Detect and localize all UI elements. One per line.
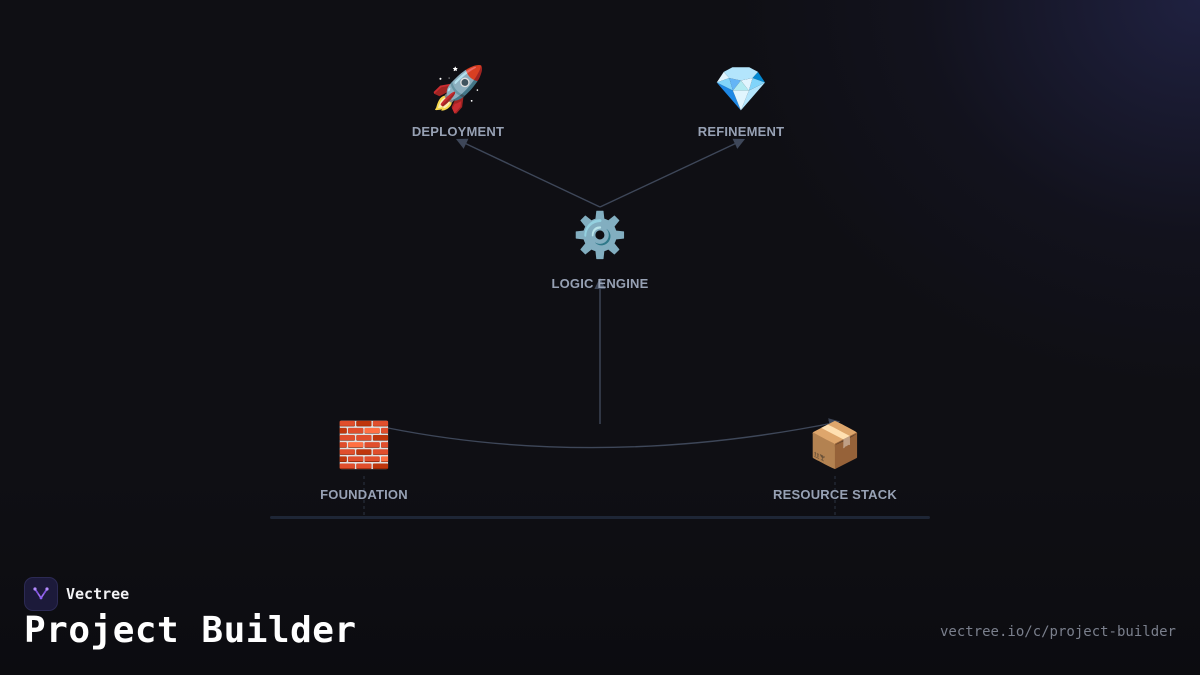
node-foundation[interactable]: 🧱 FOUNDATION: [304, 420, 424, 502]
edge-foundation-to-resource-stack: [387, 418, 841, 449]
node-refinement[interactable]: 💎 REFINEMENT: [681, 64, 801, 139]
node-label: REFINEMENT: [697, 124, 785, 139]
rocket-icon: 🚀: [430, 64, 486, 115]
page-url[interactable]: vectree.io/c/project-builder: [939, 624, 1176, 640]
node-deployment[interactable]: 🚀 DEPLOYMENT: [398, 64, 518, 139]
vectree-logo-icon: [24, 577, 58, 611]
node-label: LOGIC ENGINE: [551, 276, 649, 291]
brick-icon: 🧱: [336, 420, 392, 471]
brand-name: Vectree: [66, 585, 130, 603]
edge-logic-engine-to-deployment: [455, 138, 601, 208]
gem-icon: 💎: [713, 64, 769, 115]
gear-icon: ⚙️: [572, 210, 628, 261]
page-title: Project Builder: [24, 610, 357, 651]
brand: Vectree: [24, 577, 129, 611]
edge-logic-engine-to-refinement: [599, 138, 746, 208]
package-icon: 📦: [807, 420, 863, 471]
node-label: FOUNDATION: [320, 487, 408, 502]
node-resource-stack[interactable]: 📦 RESOURCE STACK: [760, 420, 910, 502]
node-label: RESOURCE STACK: [773, 487, 897, 502]
ground-line: [270, 516, 930, 519]
node-label: DEPLOYMENT: [411, 124, 505, 139]
node-logic-engine[interactable]: ⚙️ LOGIC ENGINE: [540, 210, 660, 291]
